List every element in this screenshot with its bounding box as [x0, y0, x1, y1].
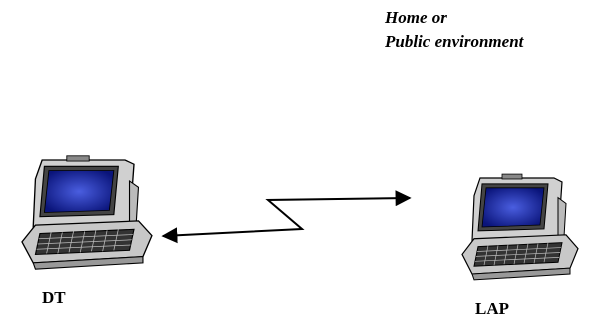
wireless-link-icon [161, 190, 412, 244]
dt-label: DT [42, 288, 66, 307]
environment-label-line1: Home or [385, 8, 447, 27]
environment-label-line2: Public environment [385, 32, 524, 51]
laptop-icon [461, 173, 579, 281]
laptop-icon [21, 155, 153, 270]
environment-label: Home or Public environment [385, 6, 523, 54]
lap-label: LAP [475, 299, 509, 318]
